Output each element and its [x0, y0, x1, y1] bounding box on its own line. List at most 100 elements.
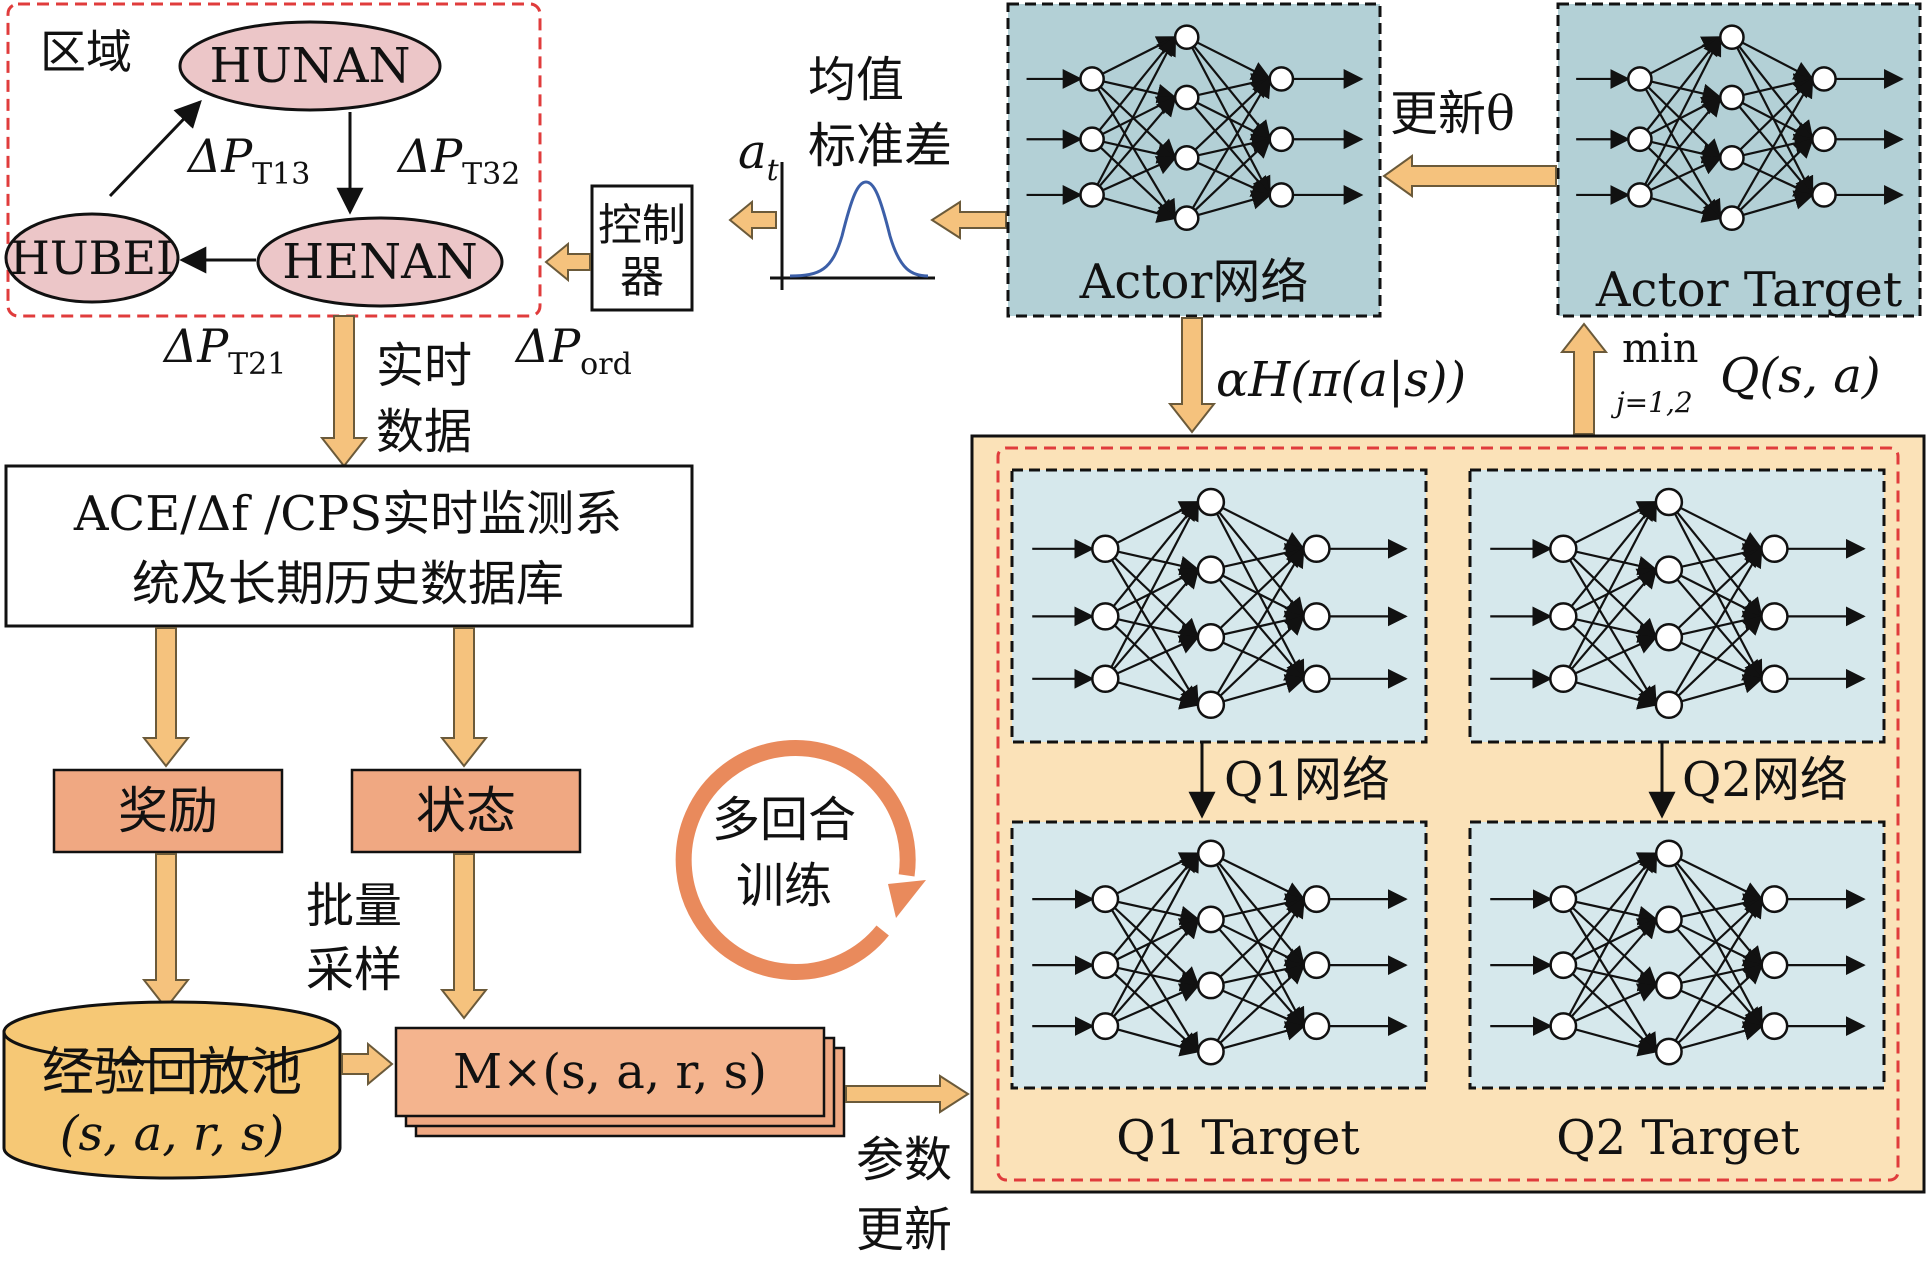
- nn-neuron: [1654, 1037, 1683, 1066]
- nn-edge: [1667, 547, 1763, 706]
- nn-neuron: [1760, 534, 1789, 564]
- nn-neuron: [1654, 555, 1684, 584]
- nn-neuron: [1549, 885, 1578, 914]
- nn-neuron: [1719, 205, 1745, 232]
- nn-edge: [1104, 568, 1200, 680]
- nn-neuron: [1091, 1012, 1120, 1041]
- batch-sampling-line1: 批量: [306, 878, 402, 934]
- arrow-target-to-actor: [1382, 154, 1557, 198]
- nn-neuron: [1719, 24, 1745, 51]
- nn-neuron: [1654, 971, 1683, 1000]
- nn-edge: [1668, 501, 1764, 550]
- nn-neuron: [1760, 885, 1789, 914]
- nn-edge: [1563, 1025, 1659, 1057]
- nn-neuron: [1196, 622, 1226, 652]
- nn-neuron: [1627, 126, 1653, 153]
- nn-edge: [1731, 137, 1814, 219]
- nn-neuron: [1196, 905, 1225, 934]
- region-frame: [6, 2, 542, 318]
- nn-edge: [1104, 983, 1200, 1028]
- nn-edge: [1104, 964, 1200, 1053]
- arrow-policy-to-controller: [728, 199, 777, 241]
- nn-neuron: [1627, 66, 1653, 92]
- reward-block: [52, 768, 284, 854]
- min-q-expr: Q(s, a): [1720, 348, 1881, 404]
- min-q-range: j=1,2: [1610, 386, 1693, 419]
- nn-neuron: [1196, 839, 1225, 868]
- q1-target-label: Q1 Target: [1116, 1110, 1359, 1166]
- nn-edge: [1210, 615, 1305, 706]
- arrow-pool-to-minibatch: [341, 1041, 394, 1087]
- nn-edge: [1668, 852, 1764, 901]
- minibatch-label: M×(s, a, r, s): [453, 1044, 767, 1100]
- realtime-data-line2: 数据: [376, 404, 472, 460]
- nn-edge: [1563, 964, 1659, 992]
- actor-target-graph: [1576, 24, 1904, 232]
- action-label: at: [738, 124, 780, 188]
- q1-network-graph: [1032, 487, 1408, 720]
- actor-target-label: Actor Target: [1595, 262, 1902, 318]
- nn-edge: [1091, 193, 1178, 223]
- nn-edge: [1562, 635, 1658, 680]
- nn-neuron: [1079, 126, 1105, 153]
- nn-edge: [1639, 95, 1722, 196]
- nn-edge: [1562, 851, 1658, 1027]
- nn-neuron: [1549, 664, 1578, 694]
- nn-edge: [1209, 852, 1305, 1028]
- nn-neuron: [1811, 182, 1837, 208]
- nn-neuron: [1719, 144, 1745, 171]
- multi-round-cycle-icon: [675, 740, 926, 980]
- arrow-minibatch-to-critics: [845, 1074, 970, 1114]
- hubei-label: HUBEI: [10, 231, 174, 285]
- nn-neuron: [1196, 971, 1225, 1000]
- hunan-label: HUNAN: [210, 38, 411, 94]
- nn-edge: [1639, 193, 1723, 223]
- nn-edge: [1562, 917, 1658, 1027]
- nn-neuron: [1549, 951, 1578, 980]
- replay-pool-cylinder: [2, 1000, 342, 1180]
- nn-neuron: [1654, 622, 1684, 652]
- state-block: [350, 768, 582, 854]
- nn-edge: [1730, 77, 1814, 219]
- nn-edge: [1105, 1025, 1201, 1057]
- arrow-state-to-minibatch: [439, 853, 489, 1020]
- nn-neuron: [1091, 602, 1120, 631]
- nn-edge: [1185, 36, 1271, 197]
- q1-target-graph: [1032, 839, 1408, 1066]
- nn-edge: [1668, 568, 1763, 681]
- nn-neuron: [1268, 66, 1295, 92]
- nn-edge: [1668, 984, 1764, 1029]
- minibatch-stack: [394, 1026, 846, 1138]
- nn-edge: [1731, 156, 1815, 197]
- nn-neuron: [1302, 885, 1331, 914]
- arrow-reward-to-pool: [141, 853, 191, 1010]
- reward-label: 奖励: [118, 782, 218, 840]
- nn-neuron: [1654, 690, 1684, 720]
- flow-label-t32: ΔPT32: [396, 129, 520, 192]
- controller-line1: 控制: [598, 200, 686, 251]
- q2-network-label: Q2网络: [1682, 752, 1848, 808]
- nn-neuron: [1196, 555, 1226, 584]
- actor-network-label: Actor网络: [1079, 254, 1309, 310]
- nn-neuron: [1091, 885, 1120, 914]
- monitor-box: [4, 464, 694, 628]
- nn-edge: [1210, 963, 1306, 1053]
- nn-edge: [1731, 36, 1815, 80]
- nn-edge: [1104, 917, 1200, 1027]
- flow-label-ord: ΔPord: [514, 319, 632, 382]
- q1-network-label: Q1网络: [1224, 752, 1390, 808]
- nn-edge: [1562, 500, 1657, 680]
- nn-neuron: [1654, 839, 1683, 868]
- nn-edge: [1210, 501, 1306, 550]
- critic-panel-inner-frame: [996, 446, 1900, 1182]
- nn-edge: [1668, 1021, 1764, 1053]
- nn-neuron: [1302, 664, 1331, 694]
- nn-neuron: [1079, 66, 1105, 92]
- nn-edge: [1639, 138, 1723, 164]
- nn-edge: [1210, 568, 1305, 681]
- nn-neuron: [1302, 602, 1331, 631]
- nn-neuron: [1760, 1012, 1789, 1041]
- update-theta-label: 更新θ: [1390, 86, 1515, 142]
- nn-edge: [1562, 568, 1658, 680]
